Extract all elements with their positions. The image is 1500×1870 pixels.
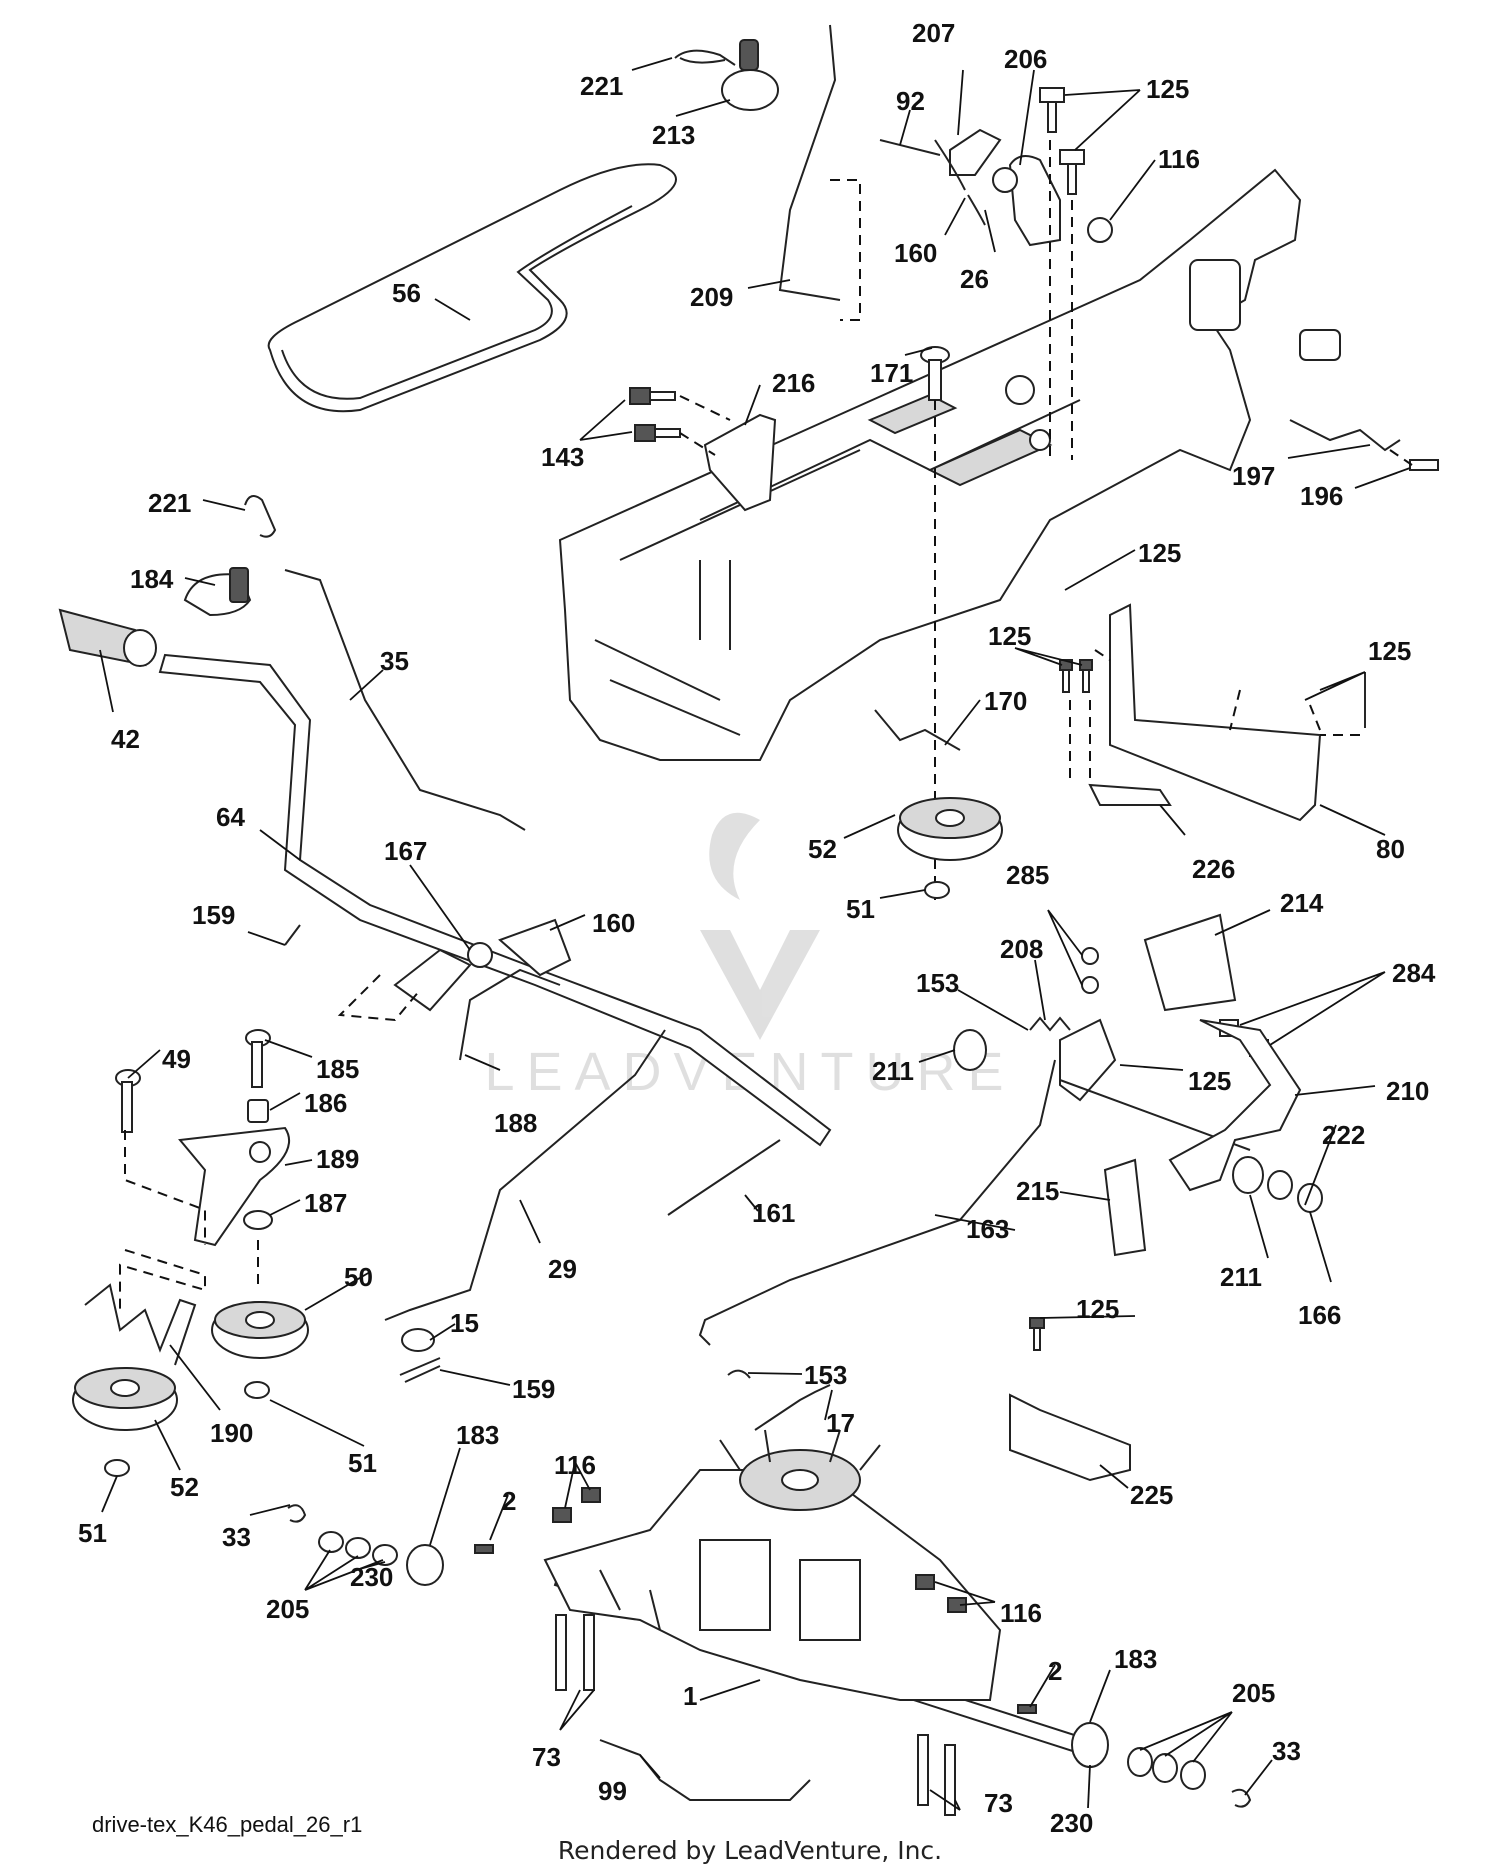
part-label-73: 73 bbox=[984, 1788, 1013, 1818]
part-label-211: 211 bbox=[872, 1056, 914, 1086]
transaxle bbox=[287, 1429, 1252, 1816]
part-label-33: 33 bbox=[1272, 1736, 1301, 1766]
part-label-51: 51 bbox=[78, 1518, 107, 1548]
part-label-33: 33 bbox=[222, 1522, 251, 1552]
part-label-80: 80 bbox=[1376, 834, 1405, 864]
part-label-190: 190 bbox=[210, 1418, 253, 1448]
part-label-166: 166 bbox=[1298, 1300, 1341, 1330]
part-label-29: 29 bbox=[548, 1254, 577, 1284]
part-label-64: 64 bbox=[216, 802, 245, 832]
part-label-51: 51 bbox=[846, 894, 875, 924]
part-label-26: 26 bbox=[960, 264, 989, 294]
part-label-125: 125 bbox=[988, 621, 1031, 651]
part-label-210: 210 bbox=[1386, 1076, 1429, 1106]
part-label-230: 230 bbox=[350, 1562, 393, 1592]
part-label-116: 116 bbox=[554, 1450, 596, 1480]
part-label-163: 163 bbox=[966, 1214, 1009, 1244]
part-label-52: 52 bbox=[808, 834, 837, 864]
part-label-215: 215 bbox=[1016, 1176, 1059, 1206]
part-label-153: 153 bbox=[804, 1360, 847, 1390]
part-label-35: 35 bbox=[380, 646, 409, 676]
part-label-92: 92 bbox=[896, 86, 925, 116]
part-label-1: 1 bbox=[683, 1681, 697, 1711]
part-label-213: 213 bbox=[652, 120, 695, 150]
part-label-99: 99 bbox=[598, 1776, 627, 1806]
part-labels: 221 213 56 92 207 206 125 116 160 26 209… bbox=[78, 18, 1436, 1838]
part-label-17: 17 bbox=[826, 1408, 855, 1438]
part-label-208: 208 bbox=[1000, 934, 1043, 964]
part-label-170: 170 bbox=[984, 686, 1027, 716]
part-label-125: 125 bbox=[1076, 1294, 1119, 1324]
part-label-171: 171 bbox=[870, 358, 913, 388]
part-label-183: 183 bbox=[456, 1420, 499, 1450]
part-label-207: 207 bbox=[912, 18, 955, 48]
part-label-125: 125 bbox=[1146, 74, 1189, 104]
part-label-51: 51 bbox=[348, 1448, 377, 1478]
part-label-125: 125 bbox=[1188, 1066, 1231, 1096]
part-label-143: 143 bbox=[541, 442, 584, 472]
part-label-221: 221 bbox=[148, 488, 191, 518]
right-parts bbox=[698, 603, 1360, 1482]
part-label-214: 214 bbox=[1280, 888, 1324, 918]
part-label-187: 187 bbox=[304, 1188, 347, 1218]
drawing-id: drive-tex_K46_pedal_26_r1 bbox=[92, 1812, 363, 1837]
part-label-184: 184 bbox=[130, 564, 174, 594]
footer-credit: Rendered by LeadVenture, Inc. bbox=[557, 1836, 943, 1865]
upper-parts bbox=[629, 24, 1439, 900]
part-label-205: 205 bbox=[1232, 1678, 1275, 1708]
part-label-284: 284 bbox=[1392, 958, 1436, 988]
part-label-161: 161 bbox=[752, 1198, 795, 1228]
part-label-42: 42 bbox=[111, 724, 140, 754]
part-label-205: 205 bbox=[266, 1594, 309, 1624]
part-label-125: 125 bbox=[1368, 636, 1411, 666]
part-label-50: 50 bbox=[344, 1262, 373, 1292]
part-label-222: 222 bbox=[1322, 1120, 1365, 1150]
part-label-206: 206 bbox=[1004, 44, 1047, 74]
part-label-189: 189 bbox=[316, 1144, 359, 1174]
part-label-159: 159 bbox=[512, 1374, 555, 1404]
part-label-225: 225 bbox=[1130, 1480, 1173, 1510]
part-label-153: 153 bbox=[916, 968, 959, 998]
part-label-285: 285 bbox=[1006, 860, 1049, 890]
part-label-49: 49 bbox=[162, 1044, 191, 1074]
part-label-167: 167 bbox=[384, 836, 427, 866]
part-label-15: 15 bbox=[450, 1308, 479, 1338]
part-label-116: 116 bbox=[1158, 144, 1200, 174]
part-label-73: 73 bbox=[532, 1742, 561, 1772]
drive-belt bbox=[267, 163, 677, 413]
part-label-196: 196 bbox=[1300, 481, 1343, 511]
part-label-230: 230 bbox=[1050, 1808, 1093, 1838]
part-label-188: 188 bbox=[494, 1108, 537, 1138]
left-parts bbox=[58, 495, 832, 1477]
part-label-226: 226 bbox=[1192, 854, 1235, 884]
part-label-56: 56 bbox=[392, 278, 421, 308]
part-label-209: 209 bbox=[690, 282, 733, 312]
part-label-159: 159 bbox=[192, 900, 235, 930]
part-label-2: 2 bbox=[502, 1486, 516, 1516]
part-label-197: 197 bbox=[1232, 461, 1275, 491]
leader-lines bbox=[99, 57, 1411, 1811]
part-label-116: 116 bbox=[1000, 1598, 1042, 1628]
part-label-52: 52 bbox=[170, 1472, 199, 1502]
frame bbox=[558, 168, 1341, 761]
part-label-211: 211 bbox=[1220, 1262, 1262, 1292]
part-label-160: 160 bbox=[894, 238, 937, 268]
part-label-125: 125 bbox=[1138, 538, 1181, 568]
part-label-221: 221 bbox=[580, 71, 623, 101]
part-label-2: 2 bbox=[1048, 1656, 1062, 1686]
part-label-216: 216 bbox=[772, 368, 815, 398]
part-label-185: 185 bbox=[316, 1054, 359, 1084]
part-label-183: 183 bbox=[1114, 1644, 1157, 1674]
part-label-186: 186 bbox=[304, 1088, 347, 1118]
part-label-160: 160 bbox=[592, 908, 635, 938]
